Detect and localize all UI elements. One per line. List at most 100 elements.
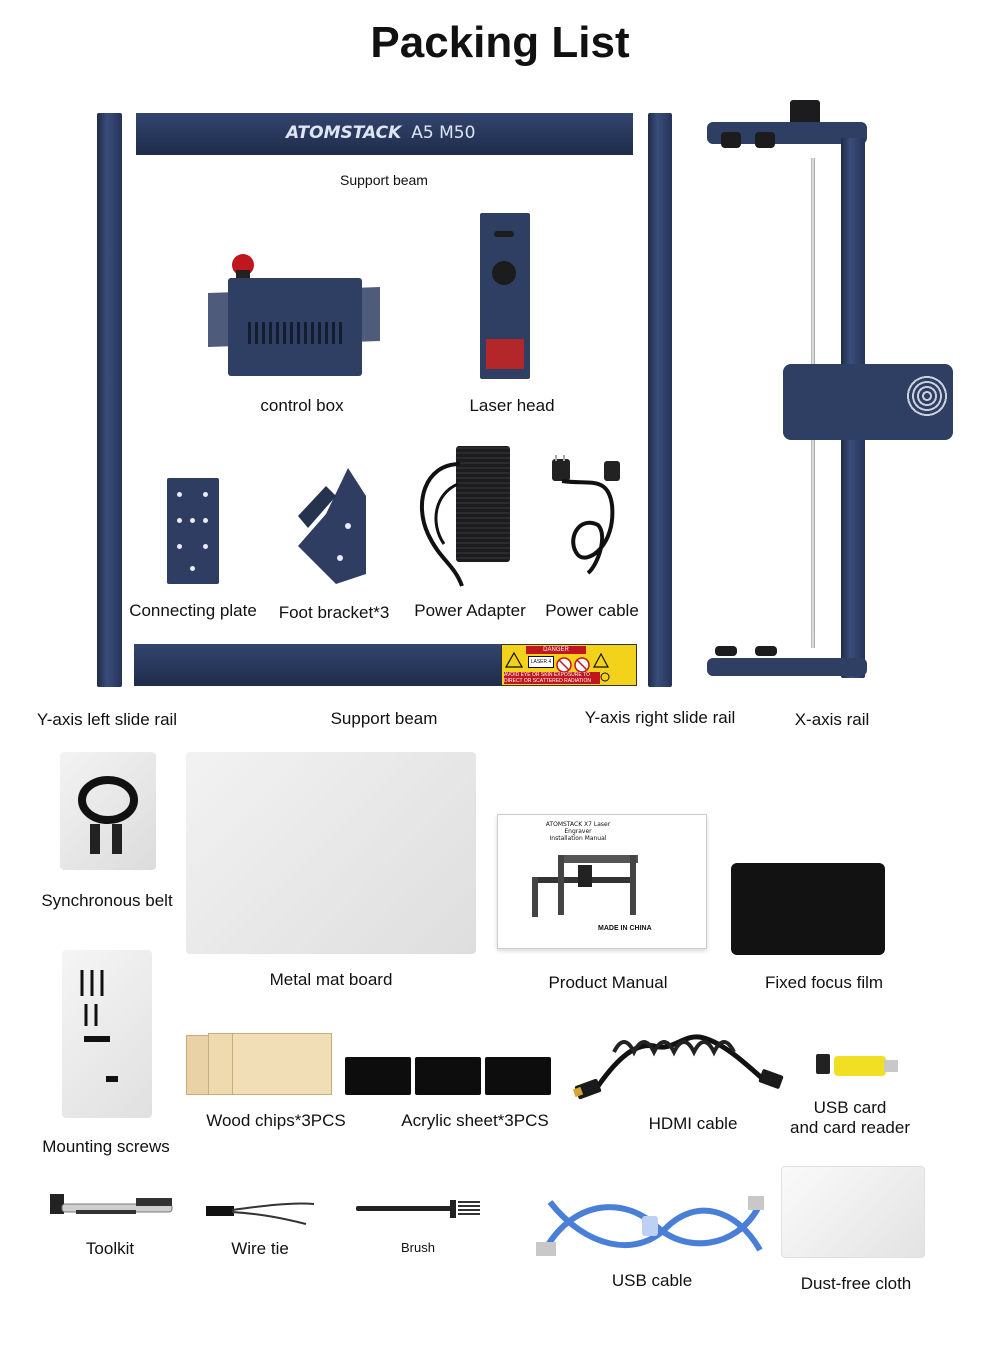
laser-class-badge: LASER 4: [528, 656, 554, 668]
manual-label: Product Manual: [548, 973, 668, 992]
manual-title-line1: ATOMSTACK X7 Laser: [545, 821, 611, 828]
screws-icon: [80, 970, 118, 1082]
mounting-screws-label: Mounting screws: [42, 1137, 170, 1156]
estop-base: [236, 270, 250, 280]
acrylic-sheet: [485, 1057, 551, 1095]
warning-text-line1: AVOID EYE OR SKIN EXPOSURE TO: [504, 672, 590, 678]
y-right-rail-label: Y-axis right slide rail: [584, 708, 736, 727]
plate-hole: [190, 566, 195, 571]
usb-card-reader: [816, 1052, 898, 1080]
usb-card-label-line1: USB card: [813, 1098, 887, 1117]
acrylic-label: Acrylic sheet*3PCS: [401, 1111, 549, 1130]
warning-danger-banner: DANGER: [526, 646, 586, 654]
sd-card-icon: [816, 1054, 830, 1074]
support-beam-bottom: DANGER LASER 4 AVOID EYE OR SKIN EXPOSUR…: [134, 644, 637, 686]
laser-head: [480, 213, 530, 379]
warning-text-line2: DIRECT OR SCATTERED RADIATION: [504, 678, 591, 684]
usb-cable: [536, 1196, 764, 1256]
wheel-icon: [715, 646, 737, 656]
wood-chip: [232, 1033, 332, 1095]
power-cable-label: Power cable: [545, 601, 639, 620]
foot-bracket: [298, 468, 366, 584]
plate-hole: [203, 518, 208, 523]
adapter-cable: [419, 462, 464, 587]
y-axis-right-rail: [648, 113, 672, 687]
power-cable: [552, 455, 620, 575]
manual-title-line3: Installation Manual: [549, 835, 607, 842]
plate-hole: [203, 492, 208, 497]
support-beam-bottom-label: Support beam: [330, 709, 438, 728]
plate-hole: [190, 518, 195, 523]
usb-cable-label: USB cable: [611, 1271, 693, 1290]
wire-tie-label: Wire tie: [231, 1239, 289, 1258]
warning-text: AVOID EYE OR SKIN EXPOSURE TO DIRECT OR …: [504, 672, 600, 684]
usb-card-label-line2: and card reader: [789, 1118, 911, 1137]
vent-grille: [248, 322, 344, 344]
laser-head-slot: [494, 231, 514, 237]
mounting-screws: [62, 950, 152, 1118]
plate-hole: [177, 492, 182, 497]
plate-hole: [177, 518, 182, 523]
brand-logo: ATOMSTACK A5 M50: [286, 123, 475, 143]
fixed-focus-film: [731, 863, 885, 955]
toolkit: [50, 1194, 173, 1214]
plate-hole: [177, 544, 182, 549]
foot-bracket-label: Foot bracket*3: [278, 603, 390, 622]
bottom-plate: [707, 658, 867, 676]
metal-mat-board: [186, 752, 476, 954]
brush: [356, 1200, 480, 1218]
sync-belt-label: Synchronous belt: [41, 891, 173, 910]
power-adapter-label: Power Adapter: [414, 601, 526, 620]
laser-head-label: Laser head: [469, 396, 555, 415]
product-manual: ATOMSTACK X7 Laser Engraver Installation…: [497, 814, 707, 949]
usb-plug: [884, 1060, 898, 1072]
plate-hole: [203, 544, 208, 549]
toolkit-label: Toolkit: [85, 1239, 135, 1258]
focus-film-label: Fixed focus film: [764, 973, 884, 992]
wood-chips: [186, 1033, 332, 1095]
fan-icon: [905, 374, 949, 418]
brush-label: Brush: [401, 1240, 435, 1255]
y-axis-left-rail: [97, 113, 122, 687]
acrylic-sheets: [345, 1057, 551, 1095]
usb-card-label: USB card and card reader: [770, 1098, 930, 1138]
dust-cloth-label: Dust-free cloth: [800, 1274, 912, 1293]
page-title: Packing List: [370, 18, 630, 67]
manual-engraver-illustration: [532, 855, 638, 917]
support-beam-top-label: Support beam: [340, 172, 428, 188]
top-plate: [707, 122, 867, 144]
wire-tie: [206, 1202, 315, 1225]
connecting-plate: [167, 478, 219, 584]
synchronous-belt: [60, 752, 156, 870]
acrylic-sheet: [415, 1057, 481, 1095]
control-box: [208, 250, 380, 382]
x-rail-label: X-axis rail: [794, 710, 870, 729]
laser-shield: [486, 339, 524, 369]
brand-name: ATOMSTACK: [286, 123, 402, 143]
wood-chips-label: Wood chips*3PCS: [206, 1111, 346, 1130]
card-reader-icon: [834, 1056, 886, 1076]
x-axis-rail-assembly: [705, 98, 955, 683]
acrylic-sheet: [345, 1057, 411, 1095]
power-adapter: [414, 444, 512, 590]
y-left-rail-label: Y-axis left slide rail: [36, 710, 178, 729]
wheel-icon: [755, 132, 775, 148]
manual-title-line2: Engraver: [564, 828, 592, 835]
adapter-brick: [456, 446, 510, 562]
belt-coil-icon: [78, 776, 138, 854]
warning-triangle-icon: [504, 651, 610, 682]
manual-footer: MADE IN CHINA: [598, 925, 652, 932]
hdmi-label: HDMI cable: [648, 1114, 738, 1133]
connecting-plate-label: Connecting plate: [129, 601, 257, 620]
wheel-icon: [721, 132, 741, 148]
brand-model: A5 M50: [411, 123, 476, 143]
warning-label: DANGER LASER 4 AVOID EYE OR SKIN EXPOSUR…: [501, 644, 637, 686]
metal-mat-label: Metal mat board: [269, 970, 393, 989]
manual-title: ATOMSTACK X7 Laser Engraver Installation…: [528, 821, 628, 842]
control-box-label: control box: [260, 396, 344, 415]
dust-free-cloth: [781, 1166, 925, 1258]
support-beam-top: ATOMSTACK A5 M50: [136, 113, 633, 155]
wheel-icon: [755, 646, 777, 656]
focus-knob-icon: [492, 261, 516, 285]
hdmi-cable: [572, 1034, 784, 1100]
